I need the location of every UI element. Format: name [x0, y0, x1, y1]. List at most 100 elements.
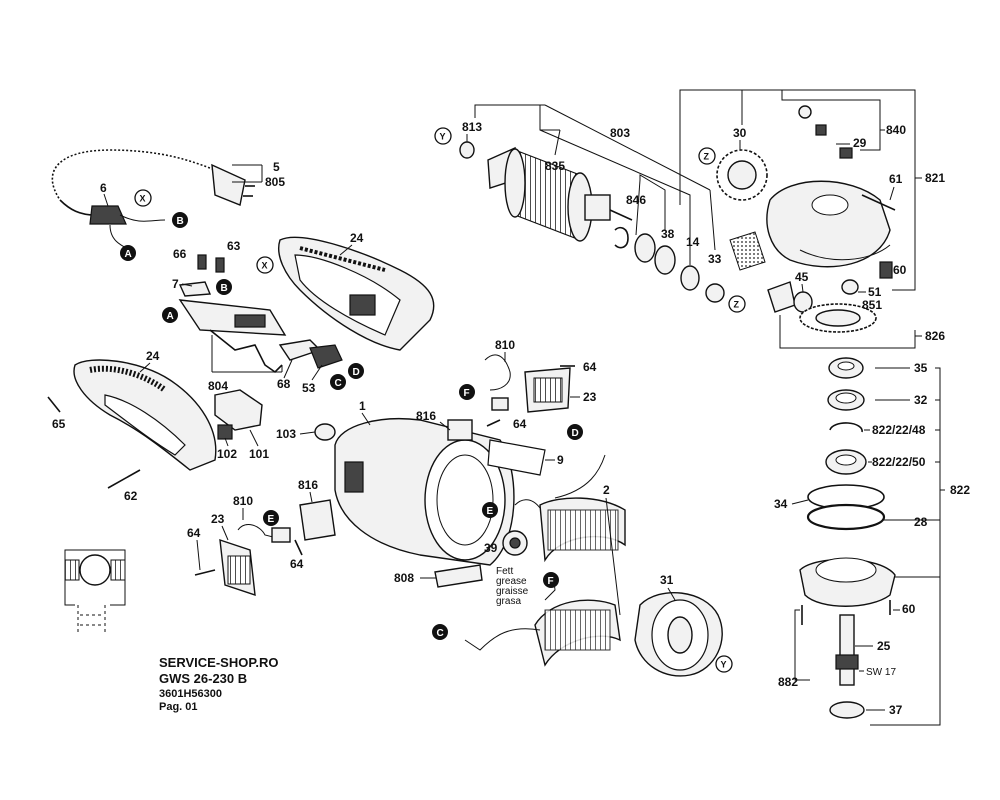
marker-y-armature: [434, 127, 452, 145]
svg-text:Z: Z: [734, 300, 740, 310]
label-39: 39: [484, 541, 498, 555]
bracket-822: [870, 367, 941, 726]
svg-text:Y: Y: [721, 660, 727, 670]
wire-D: [554, 454, 606, 499]
marker-y-endcap: [715, 655, 733, 673]
svg-text:Y: Y: [440, 132, 446, 142]
label-38: 38: [661, 227, 675, 241]
label-102: 102: [217, 447, 237, 461]
marker-d-coil: [567, 424, 583, 440]
wrench-size-label: SW 17: [866, 667, 896, 678]
label-835: 835: [545, 159, 565, 173]
label-2: 2: [603, 483, 610, 497]
spindle-stack: [799, 357, 896, 719]
label-816-lower: 816: [298, 478, 318, 492]
label-805: 805: [265, 175, 285, 189]
label-882: 882: [778, 675, 798, 689]
label-840: 840: [886, 123, 906, 137]
label-803: 803: [610, 126, 630, 140]
brush-holder-upper: [447, 354, 575, 441]
label-9: 9: [557, 453, 564, 467]
label-23-upper: 23: [583, 390, 597, 404]
label-826: 826: [925, 329, 945, 343]
switch-assembly: [178, 254, 343, 374]
label-66: 66: [173, 247, 187, 261]
svg-text:Z: Z: [704, 152, 710, 162]
label-810-upper: 810: [495, 338, 515, 352]
marker-f-brush: [459, 384, 475, 400]
fan-39: [502, 530, 528, 556]
label-101: 101: [249, 447, 269, 461]
label-804: 804: [208, 379, 228, 393]
label-64-upper-b: 64: [513, 417, 527, 431]
label-63: 63: [227, 239, 241, 253]
label-64-lower-b: 64: [290, 557, 304, 571]
svg-text:C: C: [437, 628, 444, 639]
label-24-lower: 24: [146, 349, 160, 363]
label-51: 51: [868, 285, 882, 299]
grease-label: grease: [496, 576, 527, 587]
svg-text:X: X: [140, 194, 146, 204]
svg-text:A: A: [125, 249, 132, 260]
label-821: 821: [925, 171, 945, 185]
svg-text:A: A: [167, 311, 174, 322]
label-64-upper-a: 64: [583, 360, 597, 374]
marker-e-brush: [263, 510, 279, 526]
svg-text:X: X: [262, 261, 268, 271]
handle-half-upper: [278, 236, 435, 351]
marker-f-coil: [543, 572, 559, 588]
bracket-803: [474, 104, 691, 265]
label-30: 30: [733, 126, 747, 140]
svg-text:C: C: [335, 378, 342, 389]
label-25: 25: [877, 639, 891, 653]
label-62: 62: [124, 489, 138, 503]
label-29: 29: [853, 136, 867, 150]
label-23-lower: 23: [211, 512, 225, 526]
label-33: 33: [708, 252, 722, 266]
label-851: 851: [862, 298, 882, 312]
marker-x-housing: [256, 256, 274, 274]
shop-name: SERVICE-SHOP.RO: [159, 655, 278, 670]
label-32: 32: [914, 393, 928, 407]
bevel-gear-set: [767, 279, 877, 333]
graisse-label: graisse: [496, 586, 529, 597]
marker-z-gear: [698, 147, 716, 165]
label-6: 6: [100, 181, 107, 195]
label-810-lower: 810: [233, 494, 253, 508]
label-37: 37: [889, 703, 903, 717]
svg-text:D: D: [572, 428, 579, 439]
label-24-upper: 24: [350, 231, 364, 245]
brush-holder-lower: [194, 499, 336, 597]
field-coil-upper: [514, 497, 626, 563]
marker-a-cord: [120, 245, 136, 261]
svg-text:F: F: [548, 576, 554, 587]
label-14: 14: [686, 235, 700, 249]
model-name: GWS 26-230 B: [159, 671, 247, 686]
bracket-821: [679, 89, 916, 291]
label-60-upper: 60: [893, 263, 907, 277]
screw-62: [107, 469, 141, 489]
label-1: 1: [359, 399, 366, 413]
label-103: 103: [276, 427, 296, 441]
label-846: 846: [626, 193, 646, 207]
svg-text:B: B: [177, 216, 184, 227]
label-5: 5: [273, 160, 280, 174]
end-cap-31: [634, 592, 723, 677]
handle-half-lower: [73, 359, 263, 471]
label-822-22-50: 822/22/50: [872, 455, 926, 469]
label-7: 7: [172, 277, 179, 291]
gasket-9: [487, 439, 546, 476]
marker-e-coil: [482, 502, 498, 518]
page-number: Pag. 01: [159, 701, 198, 713]
bracket-840: [781, 90, 881, 151]
marker-z-bearing: [728, 295, 746, 313]
label-808: 808: [394, 571, 414, 585]
screw-65: [47, 396, 61, 413]
marker-c-coil: [432, 624, 448, 640]
power-cord: [49, 146, 255, 251]
svg-text:D: D: [353, 367, 360, 378]
wiring-schematic: [64, 549, 126, 635]
marker-x-cord: [134, 189, 152, 207]
